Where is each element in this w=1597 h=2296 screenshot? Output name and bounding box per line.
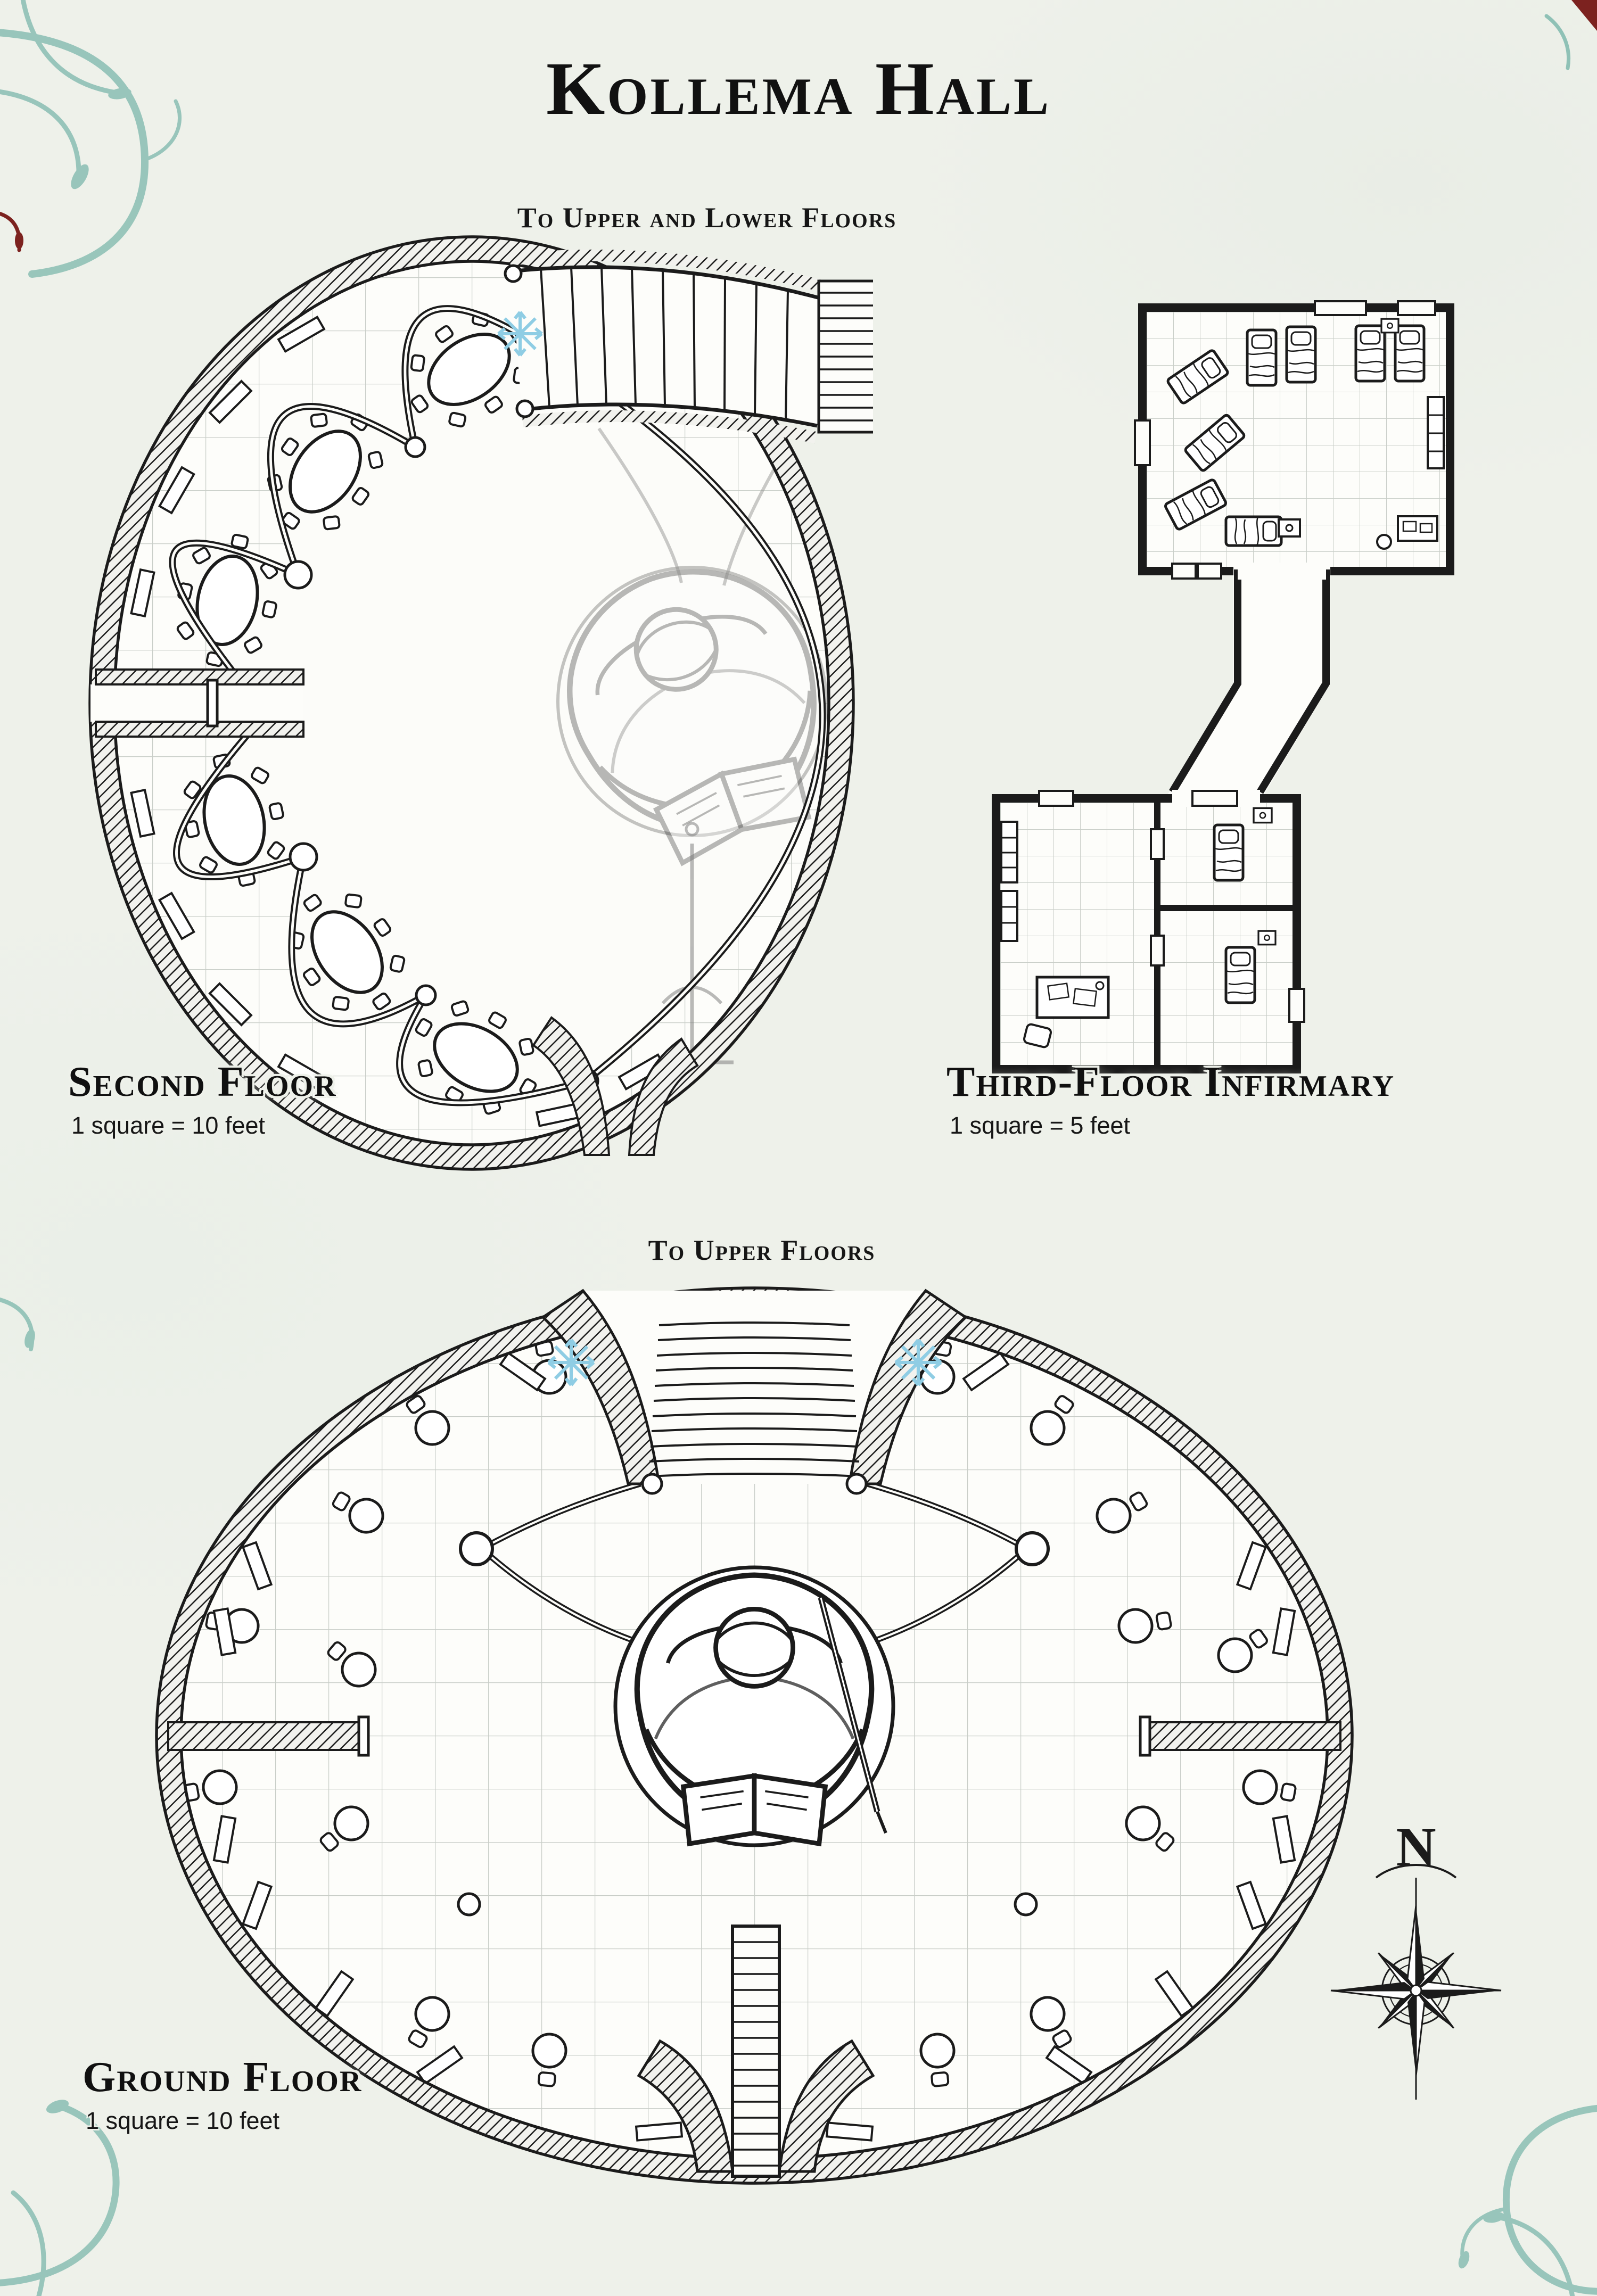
west-corridor [90,668,304,738]
infirmary-title: Third-Floor Infirmary [946,1059,1395,1105]
compass: N [1330,1816,1502,2100]
bookshelves [1000,821,1018,942]
compass-rose-icon [1330,1878,1502,2100]
corner-flourish-icon [0,0,182,278]
door [1139,1715,1151,1757]
second-floor-map [88,235,873,1171]
west-wing-wall [167,1715,370,1757]
study-desk [1023,976,1110,1048]
infirmary-scale: 1 square = 5 feet [950,1112,1130,1139]
ground-floor-title: Ground Floor [83,2054,363,2101]
door [206,679,219,728]
infirmary-doors [1038,300,1436,1023]
snowflake-icon [498,312,542,356]
snowflake-icon [549,1340,594,1385]
central-dais [613,1565,895,1847]
infirmary-caption: Third-Floor Infirmary 1 square = 5 feet [946,1058,1395,1139]
second-floor-caption: Second Floor 1 square = 10 feet [68,1058,337,1139]
infirmary-lower-rooms [992,790,1301,1073]
ground-floor-stairs-label: To Upper Floors [648,1234,876,1266]
page-title: Kollema Hall [546,46,1051,130]
lower-landing-walls [532,1016,699,1156]
corner-flourish-icon [1458,2104,1597,2296]
stairs-upper-lower [504,249,873,443]
second-floor-scale: 1 square = 10 feet [71,1112,266,1139]
quill-staff [818,1597,887,1834]
south-entrance [637,1925,875,2178]
ground-floor-scale: 1 square = 10 feet [86,2107,280,2134]
third-floor-infirmary-map [992,300,1454,1073]
east-wing-wall [1139,1715,1341,1757]
second-floor-stairs-label: To Upper and Lower Floors [517,202,897,234]
door [357,1715,370,1757]
second-floor-title: Second Floor [68,1059,337,1105]
pillars [457,1892,1038,1917]
compass-flourish [1375,1864,1457,1879]
bookshelf [1427,396,1445,469]
corner-flourish-icon [0,1298,35,1351]
snowflake-icon [896,1340,941,1385]
corner-flourish-icon [0,2100,120,2296]
infirmary-corridor [1168,563,1330,794]
upper-desk [1376,515,1438,550]
compass-north-label: N [1396,1816,1436,1878]
red-sprig-icon [0,211,23,252]
second-floor-open-well [172,308,860,1103]
corner-accent-icon [1544,0,1597,70]
ground-floor-map [155,1286,1354,2185]
stairs-to-upper-floors [541,1289,968,1495]
ground-floor-caption: Ground Floor 1 square = 10 feet [83,2053,362,2135]
